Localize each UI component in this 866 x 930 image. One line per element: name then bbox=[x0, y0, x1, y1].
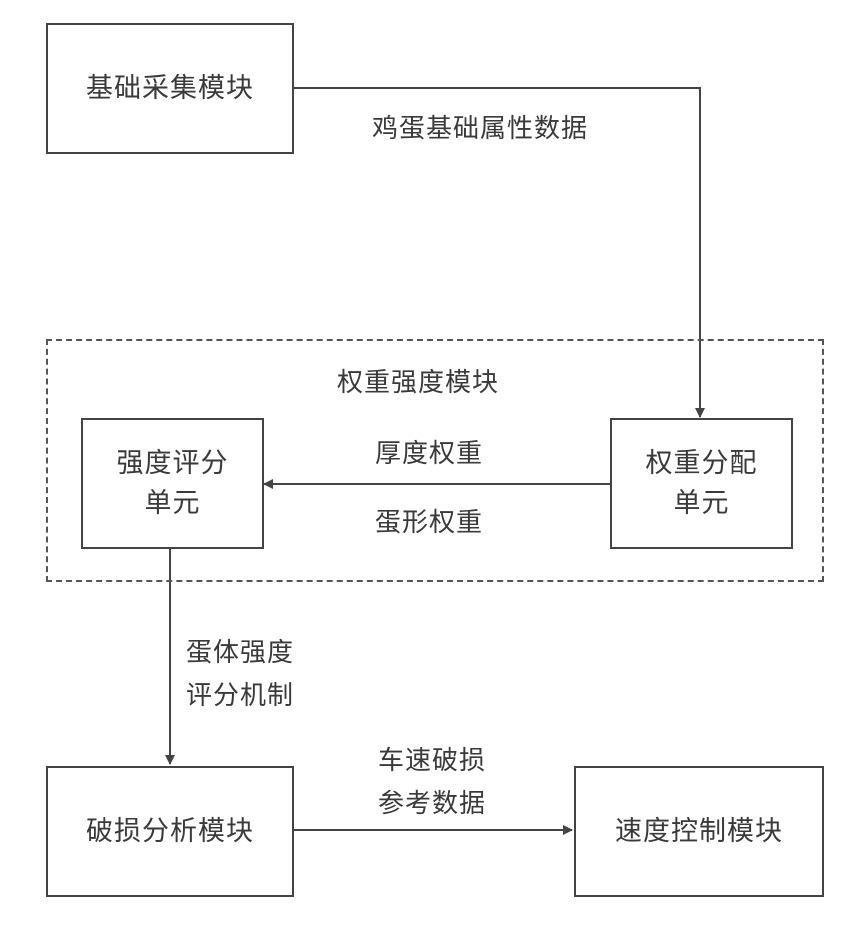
weight-allocation-unit-line2: 单元 bbox=[674, 484, 730, 524]
thickness-weight-label: 厚度权重 bbox=[375, 434, 483, 474]
strength-scoring-unit-line2: 单元 bbox=[145, 484, 201, 524]
strength-mechanism-label-line1: 蛋体强度 bbox=[186, 633, 294, 673]
speed-damage-ref-label-line2: 参考数据 bbox=[378, 784, 486, 824]
strength-mechanism-label-line2: 评分机制 bbox=[186, 676, 294, 716]
damage-analysis-module: 破损分析模块 bbox=[46, 766, 294, 897]
weight-strength-module-title: 权重强度模块 bbox=[337, 363, 499, 403]
egg-attributes-label: 鸡蛋基础属性数据 bbox=[372, 109, 588, 149]
strength-scoring-unit: 强度评分 单元 bbox=[81, 418, 264, 549]
strength-scoring-unit-line1: 强度评分 bbox=[117, 444, 229, 484]
base-collection-module: 基础采集模块 bbox=[46, 23, 294, 154]
shape-weight-label: 蛋形权重 bbox=[375, 503, 483, 543]
weight-allocation-unit-line1: 权重分配 bbox=[646, 444, 758, 484]
speed-damage-ref-label-line1: 车速破损 bbox=[378, 741, 486, 781]
speed-control-module-label: 速度控制模块 bbox=[615, 812, 783, 852]
weight-allocation-unit: 权重分配 单元 bbox=[610, 418, 793, 549]
base-collection-module-label: 基础采集模块 bbox=[86, 69, 254, 109]
damage-analysis-module-label: 破损分析模块 bbox=[86, 812, 254, 852]
speed-control-module: 速度控制模块 bbox=[574, 766, 824, 897]
